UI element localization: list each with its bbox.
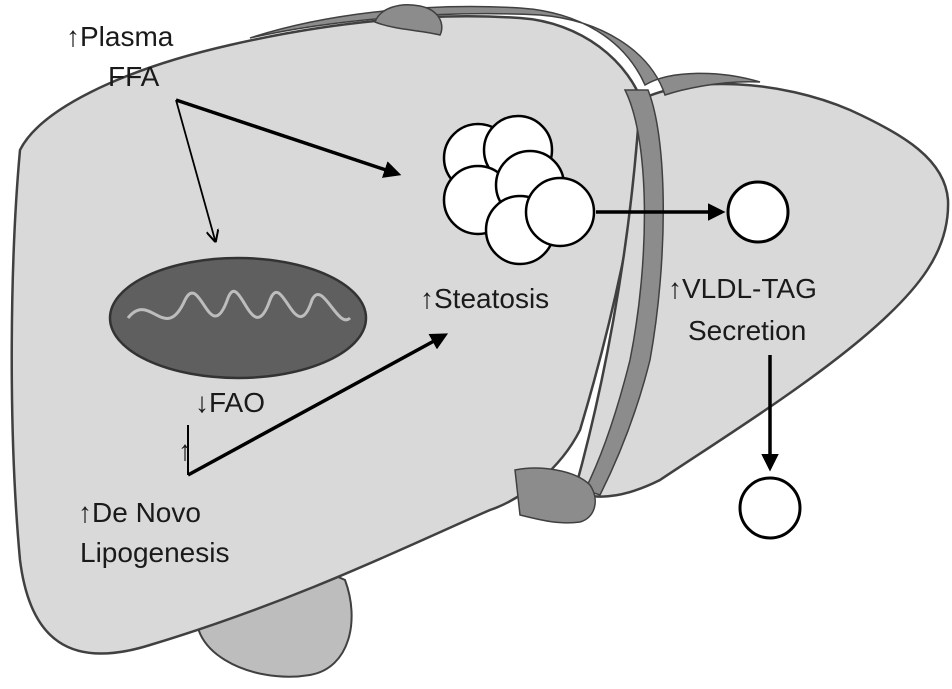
ligament-top-tab bbox=[374, 4, 443, 36]
label-vldl-line1: ↑VLDL-TAG bbox=[668, 273, 817, 304]
label-de-novo-line1: ↑De Novo bbox=[78, 497, 201, 528]
portal-vessel bbox=[514, 467, 596, 524]
secreted-vldl-particle bbox=[738, 476, 802, 540]
ligament bbox=[249, 5, 761, 96]
label-plasma-ffa-line1: ↑Plasma bbox=[66, 21, 174, 52]
label-plasma-ffa-line2: FFA bbox=[108, 61, 160, 92]
label-fao-up: ↑ bbox=[178, 435, 192, 466]
arrow-lipogenesis-to-steatosis bbox=[187, 333, 449, 477]
label-fao: ↓FAO bbox=[195, 387, 265, 418]
arrow-ffa-to-steatosis bbox=[175, 98, 402, 178]
vldl-particle bbox=[726, 180, 790, 244]
label-de-novo-line2: Lipogenesis bbox=[80, 537, 229, 568]
lipid-droplet-cluster bbox=[442, 114, 596, 266]
arrow-ffa-to-mitochondrion bbox=[175, 99, 215, 240]
label-vldl-line2: Secretion bbox=[688, 315, 806, 346]
label-steatosis: ↑Steatosis bbox=[420, 283, 549, 314]
mitochondrion bbox=[108, 256, 368, 380]
liver-left-lobe bbox=[573, 82, 950, 498]
ligament-band bbox=[583, 89, 664, 496]
